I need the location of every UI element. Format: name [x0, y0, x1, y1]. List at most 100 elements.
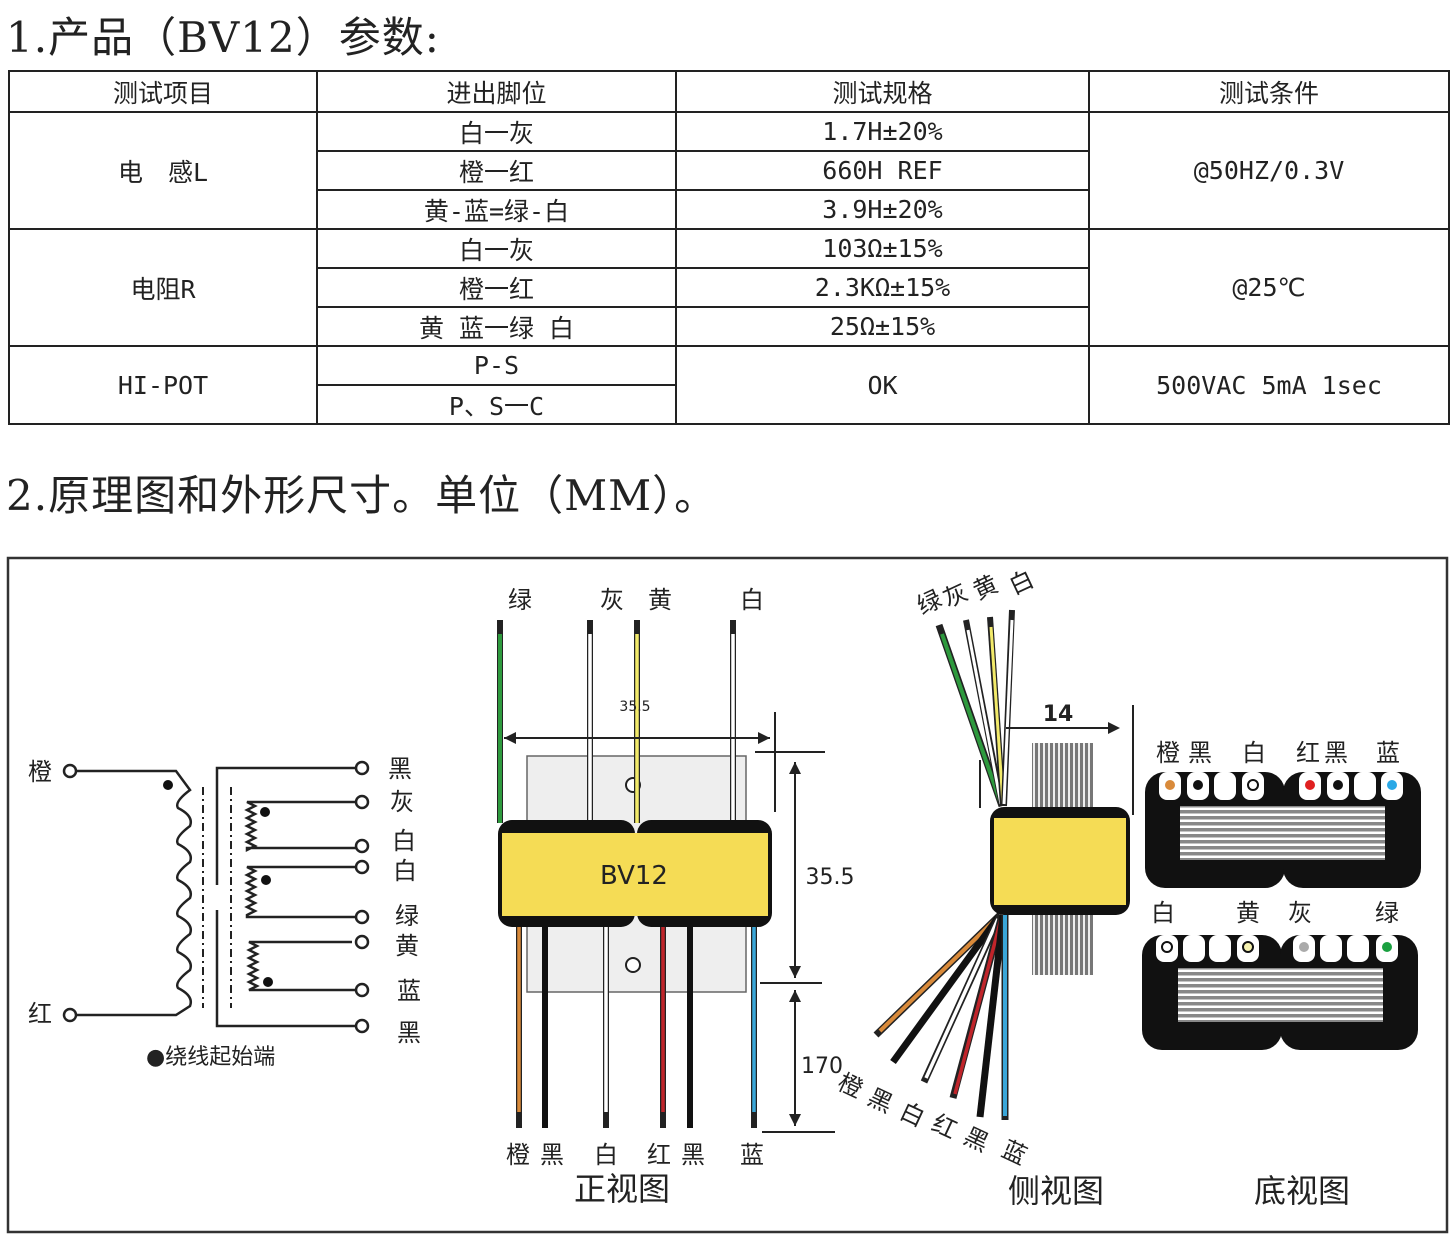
secondary-winding-3	[246, 940, 356, 992]
table-row: 橙一红 2.3KΩ±15%	[9, 267, 1449, 308]
label-black: 黑	[863, 1083, 897, 1119]
label-green: 绿	[395, 902, 419, 930]
label-blue: 蓝	[1376, 739, 1400, 767]
label-white: 白	[392, 827, 416, 855]
label-yellow: 黄	[395, 932, 419, 960]
pins-cell: 黄 蓝一绿 白	[316, 306, 677, 347]
pins-cell: 橙一红	[316, 267, 677, 308]
label-black: 黑	[681, 1141, 705, 1169]
shield-winding	[215, 766, 356, 1028]
spec-cell: 103Ω±15%	[675, 228, 1090, 269]
spec-cell: 1.7H±20%	[675, 111, 1090, 152]
pins-cell: P、S一C	[316, 384, 677, 425]
section2-title: 2.原理图和外形尺寸。单位（MM）。	[6, 471, 718, 520]
terminal-icon	[62, 1007, 78, 1023]
terminal-icon	[62, 763, 78, 779]
secondary-winding-2	[244, 865, 356, 919]
pins-cell: 白一灰	[316, 111, 677, 152]
section1-title: 1.产品（BV12）参数:	[6, 13, 440, 62]
header-cell: 测试规格	[675, 70, 1090, 113]
bobbin	[502, 833, 768, 916]
label-blue: 蓝	[397, 977, 421, 1005]
secondary-winding-1	[244, 800, 356, 853]
pins-cell: 黄-蓝=绿-白	[316, 189, 677, 230]
winding-start-legend: ●绕线起始端	[146, 1045, 275, 1070]
label-green: 绿	[508, 586, 532, 614]
spec-cell: OK	[675, 345, 1090, 425]
label-black: 黑	[1188, 739, 1212, 767]
side-view-caption: 侧视图	[1008, 1172, 1104, 1210]
spec-cell: 660H REF	[675, 150, 1090, 191]
table-row: 电阻R 白一灰 103Ω±15% @25℃	[8, 228, 1450, 347]
condition-cell: @50HZ/0.3V	[1088, 111, 1450, 230]
label-gray: 灰	[1288, 899, 1312, 927]
bottom-view-caption: 底视图	[1254, 1172, 1350, 1210]
label-black: 黑	[540, 1141, 564, 1169]
dim-width: 35.5	[619, 699, 650, 715]
label-white: 白	[1005, 565, 1039, 601]
header-cell: 测试项目	[8, 70, 318, 113]
table-row: 黄-蓝=绿-白 3.9H±20%	[9, 189, 1449, 230]
spec-table: 测试项目 进出脚位 测试规格 测试条件 电 感L 白一灰 1.7H±20% @5…	[8, 70, 1450, 425]
model-label: BV12	[600, 861, 668, 891]
header-cell: 进出脚位	[316, 70, 677, 113]
front-view-caption: 正视图	[574, 1170, 670, 1208]
label-white: 白	[740, 586, 764, 614]
label-orange: 橙	[1156, 739, 1180, 767]
label-yellow: 黄	[1236, 899, 1260, 927]
label-white: 白	[1151, 899, 1175, 927]
front-view	[497, 620, 835, 1133]
spec-cell: 3.9H±20%	[675, 189, 1090, 230]
label-red: 红	[927, 1109, 961, 1145]
label-blue: 蓝	[997, 1135, 1031, 1171]
test-item-cell: 电阻R	[8, 228, 318, 347]
winding-start-dot	[163, 780, 173, 790]
label-black: 黑	[1324, 739, 1348, 767]
label-orange: 橙	[833, 1068, 867, 1104]
label-red: 红	[1296, 739, 1320, 767]
label-yellow: 黄	[648, 586, 672, 614]
spec-cell: 25Ω±15%	[675, 306, 1090, 347]
table-row: P、S一C	[9, 384, 1449, 425]
table-row: HI-POT P-S OK 500VAC 5mA 1sec	[8, 345, 1450, 425]
table-row: 橙一红 660H REF	[9, 150, 1449, 191]
label-white: 白	[594, 1141, 618, 1169]
dim-lead-length: 170	[801, 1054, 843, 1079]
condition-cell: @25℃	[1088, 228, 1450, 347]
label-black: 黑	[388, 755, 412, 783]
label-black: 黑	[397, 1019, 421, 1047]
label-gray: 灰	[390, 788, 414, 816]
table-row: 电 感L 白一灰 1.7H±20% @50HZ/0.3V	[8, 111, 1450, 230]
pins-cell: 橙一红	[316, 150, 677, 191]
bottom-view	[1142, 772, 1421, 1050]
dim-height: 35.5	[806, 865, 855, 890]
diagram-frame	[6, 556, 1449, 1234]
label-red: 红	[28, 1000, 52, 1028]
label-gray: 灰	[600, 586, 624, 614]
label-orange: 橙	[506, 1141, 530, 1169]
header-cell: 测试条件	[1088, 70, 1450, 113]
pins-cell: P-S	[316, 345, 677, 386]
label-yellow: 黄	[969, 570, 1003, 606]
label-white: 白	[393, 857, 417, 885]
test-item-cell: 电 感L	[8, 111, 318, 230]
condition-cell: 500VAC 5mA 1sec	[1088, 345, 1450, 425]
table-header-row: 测试项目 进出脚位 测试规格 测试条件	[8, 70, 1450, 113]
dim-depth: 14	[1043, 702, 1074, 727]
primary-winding	[76, 769, 192, 1017]
test-item-cell: HI-POT	[8, 345, 318, 425]
table-row: 黄 蓝一绿 白 25Ω±15%	[9, 306, 1449, 347]
label-green: 绿	[1375, 899, 1399, 927]
label-blue: 蓝	[740, 1141, 764, 1169]
schematic	[62, 760, 370, 1034]
label-white: 白	[1242, 739, 1266, 767]
label-gray: 灰	[939, 578, 973, 614]
label-white: 白	[895, 1097, 929, 1133]
label-orange: 橙	[28, 758, 52, 786]
pins-cell: 白一灰	[316, 228, 677, 269]
side-view	[873, 609, 1134, 1120]
spec-cell: 2.3KΩ±15%	[675, 267, 1090, 308]
label-red: 红	[647, 1141, 671, 1169]
label-green: 绿	[913, 585, 947, 621]
label-black: 黑	[959, 1122, 993, 1158]
